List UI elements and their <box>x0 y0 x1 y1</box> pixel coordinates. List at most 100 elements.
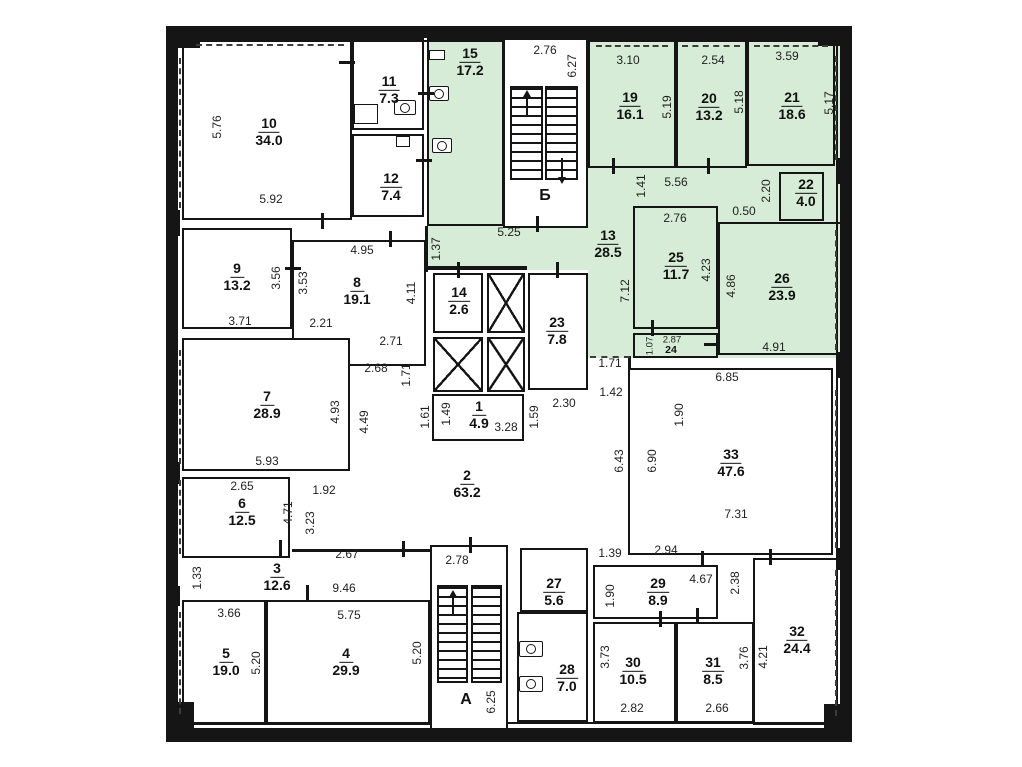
room-area: 7.8 <box>547 330 567 347</box>
room-number: 2 <box>460 467 474 485</box>
dimension-label: 3.71 <box>228 314 252 328</box>
room-area: 29.9 <box>332 661 360 678</box>
room-number: 28 <box>556 661 578 679</box>
dimension-label: 1.37 <box>429 237 443 261</box>
room-number: 32 <box>786 623 808 641</box>
door-opening-tick <box>696 608 699 624</box>
dimension-label: 1.41 <box>634 174 648 198</box>
door-opening-tick <box>306 585 309 601</box>
dimension-label: 2.87 <box>662 334 682 346</box>
wall-segment <box>824 704 852 732</box>
dimension-label: 3.10 <box>616 53 640 67</box>
dimension-label: 3.76 <box>737 646 751 670</box>
room-number: 29 <box>647 575 669 593</box>
dimension-label: 5.92 <box>259 192 283 206</box>
room-number: 9 <box>230 260 244 278</box>
wall-segment <box>166 26 178 742</box>
room-number: 33 <box>720 446 742 464</box>
room-number: 22 <box>795 176 817 194</box>
door-opening-tick <box>279 540 282 556</box>
dimension-label: 5.56 <box>664 175 688 189</box>
window-dashed-line <box>596 45 668 47</box>
wall-segment <box>180 722 840 724</box>
wall-segment <box>166 586 180 606</box>
highlighted-zone <box>503 228 588 270</box>
room <box>432 394 524 441</box>
dimension-label: 4.86 <box>724 274 738 298</box>
dimension-label: 2.76 <box>533 43 557 57</box>
room-number: 3 <box>270 560 284 578</box>
wall-segment <box>838 548 852 570</box>
door-opening-tick <box>704 343 720 346</box>
dimension-label: 2.68 <box>364 361 388 375</box>
stair-direction-arrow-icon <box>448 590 457 616</box>
dimension-label: 4.71 <box>281 501 295 525</box>
dimension-label: 2.67 <box>335 547 359 561</box>
room-number: 11 <box>378 73 400 91</box>
room <box>779 172 824 221</box>
elevator-shaft-icon <box>487 273 525 333</box>
room-area: 19.1 <box>343 290 371 307</box>
wall-segment <box>740 26 758 42</box>
wall-segment <box>427 266 527 270</box>
dimension-label: 5.17 <box>822 91 836 115</box>
dimension-label: 6.85 <box>715 370 739 384</box>
wall-segment <box>838 352 852 378</box>
room-number: 7 <box>260 388 274 406</box>
stair-direction-arrow-icon <box>522 90 531 116</box>
dimension-label: 3.73 <box>598 645 612 669</box>
wall-segment <box>292 549 434 552</box>
door-opening-tick <box>707 158 710 174</box>
room-area: 13.2 <box>695 106 723 123</box>
room-area: 23.9 <box>768 286 796 303</box>
wall-segment <box>818 26 852 46</box>
room-area: 28.9 <box>253 404 281 421</box>
room-number: 20 <box>698 90 720 108</box>
room-number: 14 <box>448 284 470 302</box>
dimension-label: 2.66 <box>705 701 729 715</box>
room-number: 25 <box>665 249 687 267</box>
dimension-label: 5.75 <box>337 608 361 622</box>
door-opening-tick <box>659 611 662 627</box>
room-number: 5 <box>219 645 233 663</box>
toilet-icon <box>519 676 543 692</box>
door-opening-tick <box>612 158 615 174</box>
dimension-label: 6.27 <box>565 54 579 78</box>
window-dashed-line <box>682 45 740 47</box>
dimension-label: 1.71 <box>598 356 622 370</box>
stair-direction-arrow-icon <box>557 158 566 184</box>
room-area: 2.6 <box>449 300 469 317</box>
wall-segment <box>166 26 200 48</box>
dimension-label: 2.78 <box>445 553 469 567</box>
room <box>633 206 718 329</box>
door-opening-tick <box>701 551 704 567</box>
room-number: 8 <box>350 274 364 292</box>
dimension-label: 2.71 <box>379 334 403 348</box>
wall-segment <box>840 26 852 742</box>
room-number: 12 <box>380 170 402 188</box>
door-opening-tick <box>339 61 355 64</box>
room-number: 1 <box>472 398 486 416</box>
door-opening-tick <box>402 541 405 557</box>
window-dashed-line <box>179 480 181 554</box>
dimension-label: 0.50 <box>732 204 756 218</box>
toilet-icon <box>394 100 416 115</box>
room <box>517 612 588 722</box>
wall-segment <box>166 728 852 742</box>
window-dashed-line <box>835 570 837 716</box>
dimension-label: 6.25 <box>484 690 498 714</box>
room-area: 17.2 <box>456 61 484 78</box>
fixture-icon <box>396 136 410 147</box>
wall-segment <box>166 462 180 484</box>
dimension-label: 5.25 <box>497 225 521 239</box>
